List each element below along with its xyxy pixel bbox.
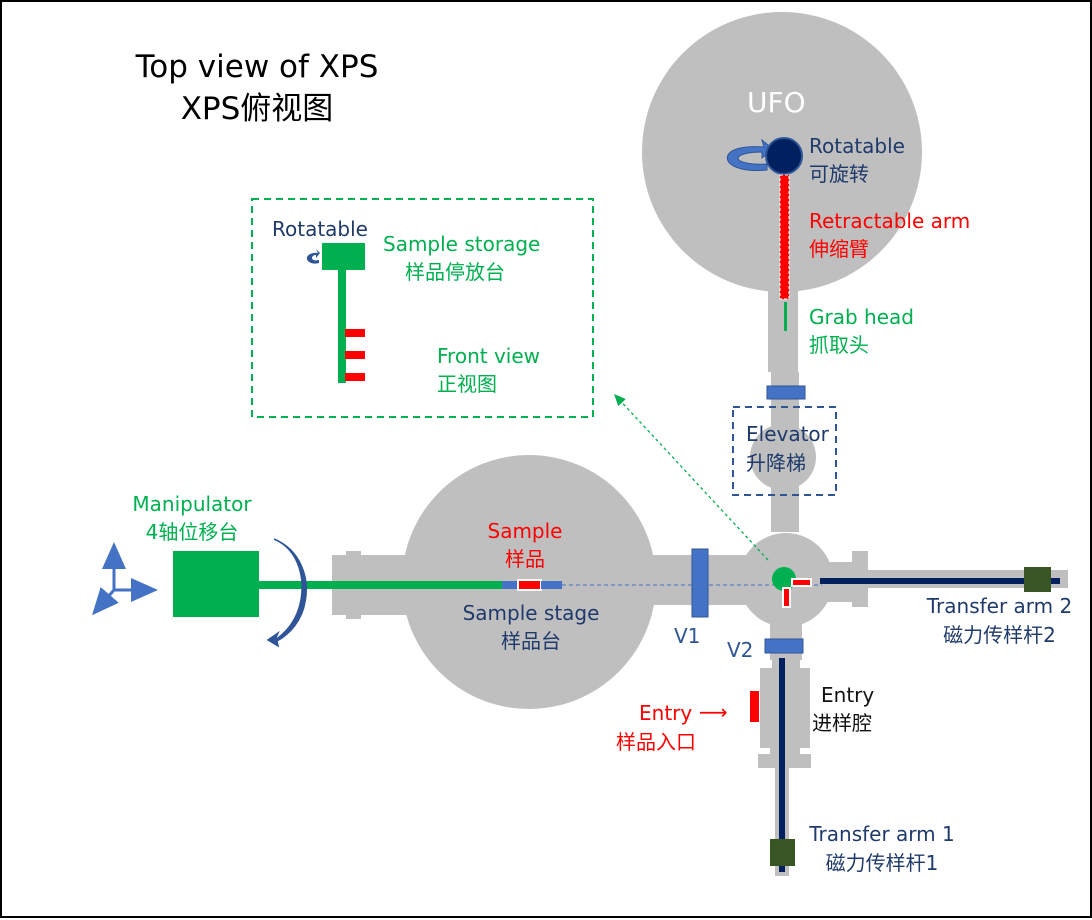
retractable-arm xyxy=(779,174,790,300)
grab-head xyxy=(784,302,787,331)
storage-top-block xyxy=(322,243,365,270)
manipulator-assembly xyxy=(92,538,822,648)
valve-v2-label: V2 xyxy=(727,638,754,662)
elevator-en: Elevator xyxy=(746,422,829,446)
storage-slot-1 xyxy=(345,329,365,337)
sample-en: Sample xyxy=(487,519,563,543)
ufo-rotator xyxy=(765,137,803,175)
storage-pole xyxy=(338,268,346,383)
valve-v2 xyxy=(764,638,804,654)
entry-arrow-icon: ⟶ xyxy=(699,700,728,724)
ufo-rotatable-zh: 可旋转 xyxy=(809,162,869,186)
entry-chamber-zh: 进样腔 xyxy=(812,711,872,735)
transfer-arm-2-en: Transfer arm 2 xyxy=(926,594,1073,618)
manipulator-rotate-arrow-icon xyxy=(266,538,307,648)
entry-port-zh: 样品入口 xyxy=(616,730,696,754)
valve-v1 xyxy=(691,548,709,618)
entry-door xyxy=(750,691,759,722)
central-internals xyxy=(772,567,812,608)
sample-stage-left xyxy=(502,581,518,589)
entry-chamber-en: Entry xyxy=(821,683,875,707)
transfer-arm-2-handle xyxy=(1024,567,1051,592)
ufo-label: UFO xyxy=(747,86,806,119)
ufo-internals xyxy=(726,137,803,331)
transfer-arm-2-zh: 磁力传样杆2 xyxy=(943,623,1056,647)
valve-v1-label: V1 xyxy=(674,624,701,648)
transfer-arm-1-handle xyxy=(770,839,795,866)
grab-head-en: Grab head xyxy=(809,305,914,329)
sample-storage-zh: 样品停放台 xyxy=(405,260,505,284)
axis-y-icon xyxy=(92,587,119,616)
central-sample-vertical xyxy=(782,587,791,608)
ufo-gate-valve xyxy=(766,385,806,400)
manipulator-zh: 4轴位移台 xyxy=(145,520,239,544)
front-view-en: Front view xyxy=(437,344,540,368)
transfer-arm-1-en: Transfer arm 1 xyxy=(809,822,955,846)
sample-stage-en: Sample stage xyxy=(462,601,600,625)
storage-rotate-arrow-icon xyxy=(306,249,320,264)
central-sample-horizontal xyxy=(791,578,812,587)
ufo-rotate-arrow-icon xyxy=(726,138,774,171)
storage-slot-2 xyxy=(345,351,365,359)
storage-top-view xyxy=(772,567,796,591)
retractable-arm-en: Retractable arm xyxy=(809,209,971,233)
sample-stage-zh: 样品台 xyxy=(501,629,561,653)
transfer-arm-1-zh: 磁力传样杆1 xyxy=(825,851,939,875)
sample-on-stage xyxy=(517,579,542,591)
manipulator-en: Manipulator xyxy=(132,492,252,516)
storage-slot-3 xyxy=(345,373,365,381)
elevator-box xyxy=(732,406,837,496)
inset-pointer-line xyxy=(614,394,769,561)
retractable-arm-zh: 伸缩臂 xyxy=(809,237,869,261)
sample-stage-right xyxy=(541,581,562,589)
title-zh: XPS俯视图 xyxy=(180,91,334,127)
inset-rotatable-label: Rotatable xyxy=(272,217,368,241)
sample-zh: 样品 xyxy=(505,547,545,571)
chambers xyxy=(332,12,1068,876)
grab-head-zh: 抓取头 xyxy=(809,333,869,357)
front-view-zh: 正视图 xyxy=(437,372,497,396)
title-en: Top view of XPS xyxy=(135,49,379,85)
entry-port-en: Entry xyxy=(639,701,693,725)
transfer-arm-2-rod xyxy=(820,578,1060,584)
sample-storage-en: Sample storage xyxy=(383,232,541,256)
inset-frame xyxy=(251,198,594,418)
transfer-arm-1-rod xyxy=(779,658,785,872)
manipulator-shaft xyxy=(259,581,502,589)
ufo-rotatable-en: Rotatable xyxy=(809,134,905,158)
sample-storage-inset xyxy=(251,198,594,418)
elevator-zh: 升降梯 xyxy=(746,451,806,475)
elevator-bulb xyxy=(750,424,816,490)
manipulator-body xyxy=(173,551,259,617)
